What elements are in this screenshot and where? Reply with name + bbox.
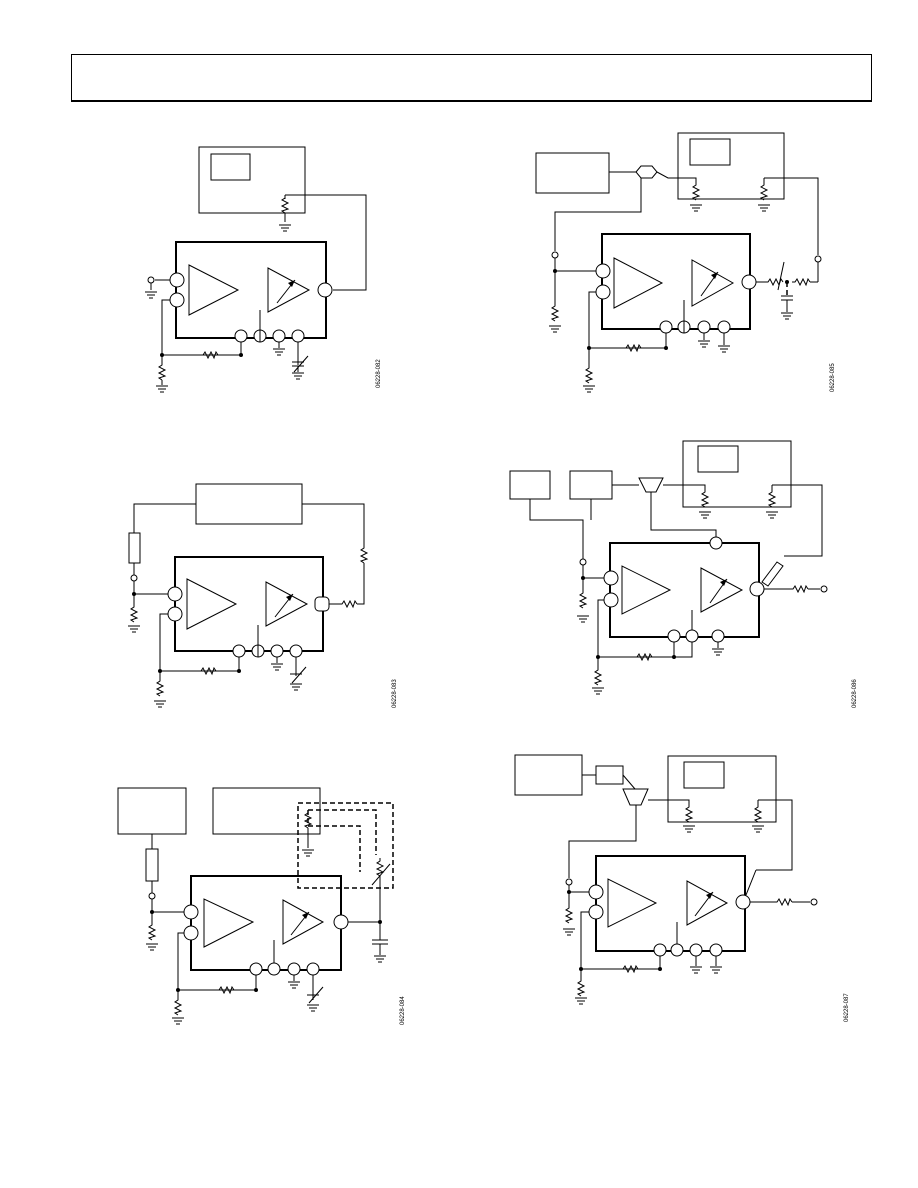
figure-middle-right: 06228-086 xyxy=(509,440,858,708)
page-header xyxy=(71,54,872,102)
figure-code: 06228-084 xyxy=(400,996,406,1025)
figure-top-left: 06228-082 xyxy=(144,146,382,393)
figure-code: 06228-086 xyxy=(852,679,858,708)
figure-code: 06228-087 xyxy=(844,993,850,1022)
figure-code: 06228-085 xyxy=(830,363,836,392)
figure-bottom-right: 06228-087 xyxy=(514,754,850,1022)
figure-code: 06228-083 xyxy=(392,679,398,708)
figure-code: 06228-082 xyxy=(376,359,382,388)
figure-middle-left: 06228-083 xyxy=(127,483,398,708)
figure-bottom-left: 06228-084 xyxy=(117,787,406,1025)
figure-top-right: 06228-085 xyxy=(535,132,836,393)
